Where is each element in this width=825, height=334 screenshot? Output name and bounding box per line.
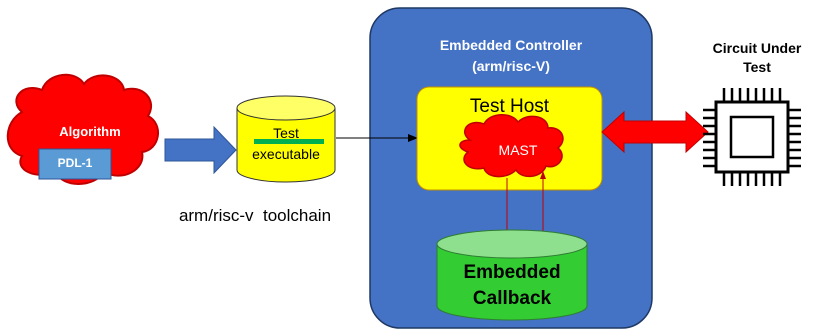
test-executable-cylinder [236,95,336,183]
test-host-title: Test Host [469,96,550,117]
controller-title-line2: (arm/risc-V) [472,58,550,74]
cut-title-line2: Test [743,59,771,75]
mast-cloud [459,114,564,178]
compile-arrow [164,125,237,175]
callback-line1: Embedded [463,262,561,283]
algorithm-title: Algorithm [59,124,121,139]
test-executable-line1: Test [273,125,299,141]
controller-title-line1: Embedded Controller [439,37,583,53]
pdl-1-box [38,148,112,180]
mast-label: MAST [498,142,538,158]
callback-line2: Callback [472,288,552,309]
bidirectional-arrow [601,110,709,154]
cut-title-line1: Circuit Under [712,40,802,56]
test-executable-line2: executable [252,146,320,162]
test-underline-bar [254,139,324,144]
toolchain-label: arm/risc-v toolchain [178,206,332,225]
chip-icon [703,88,801,186]
embedded-callback-cylinder [436,229,588,321]
pdl-1-label: PDL-1 [57,156,93,170]
